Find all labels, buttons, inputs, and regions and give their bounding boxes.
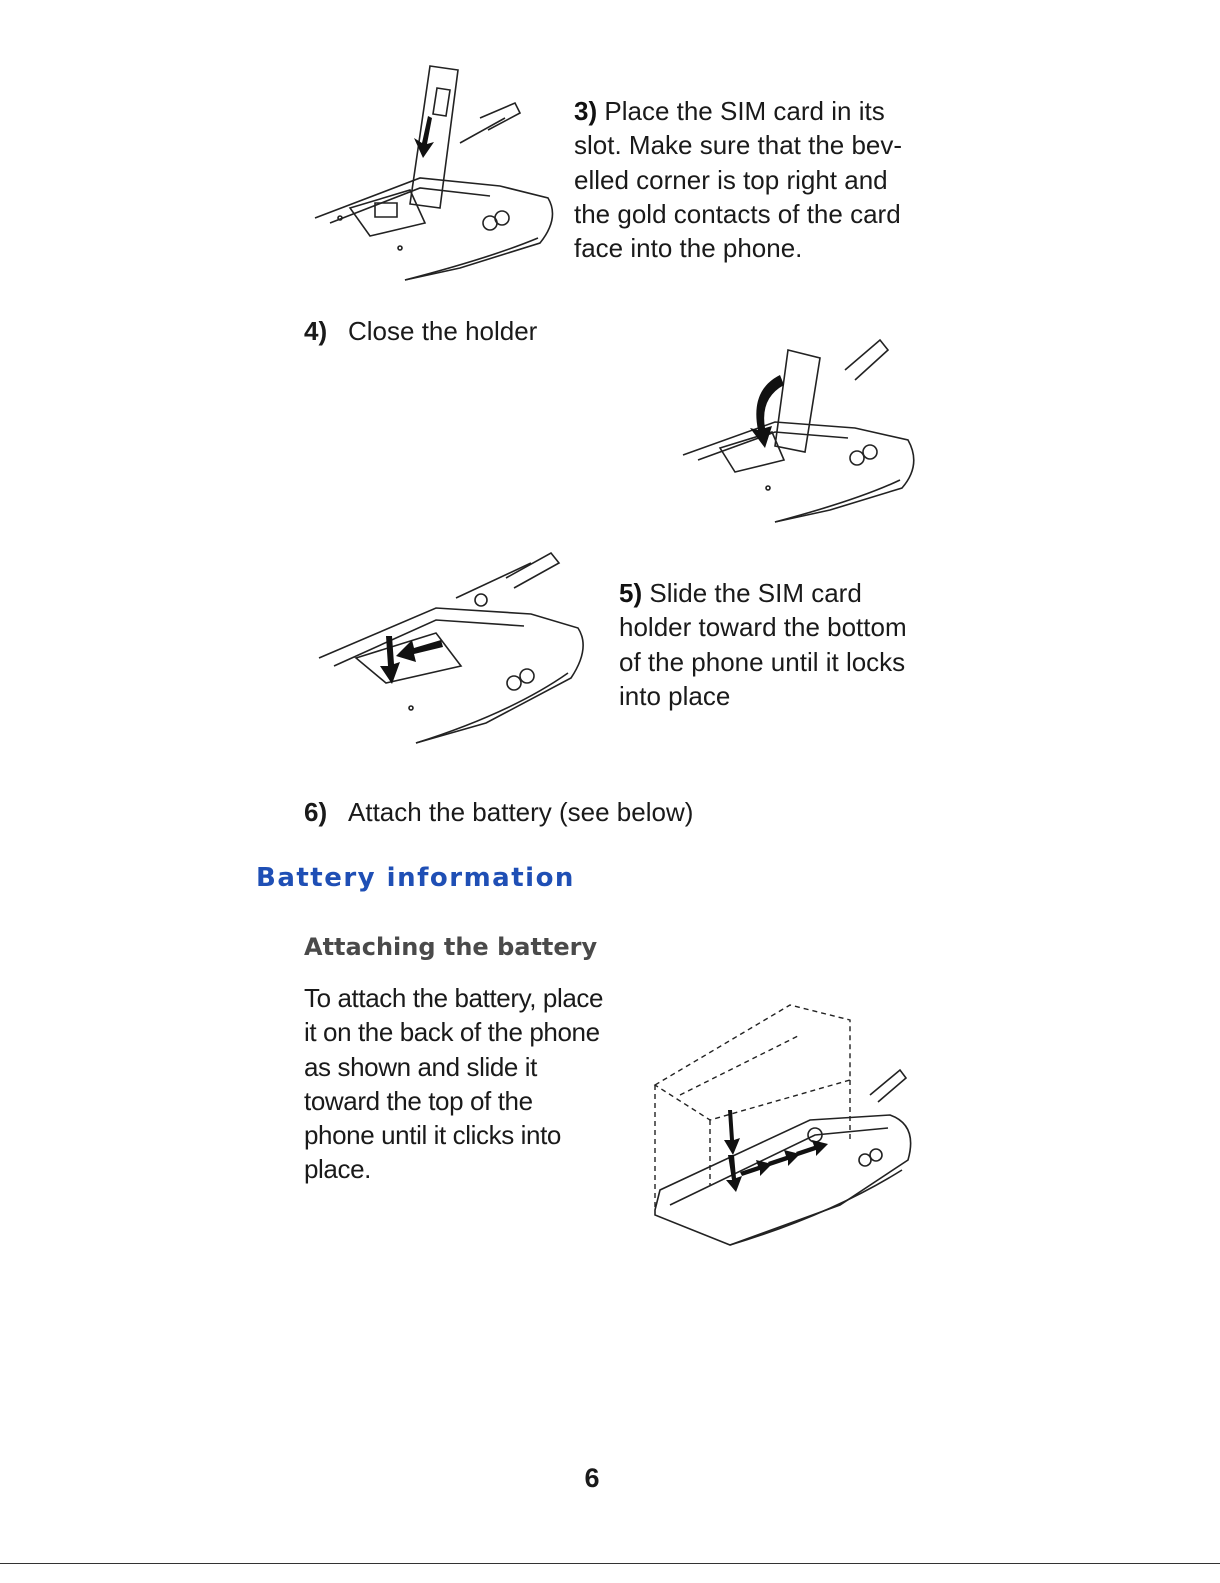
step-3-text: 3) Place the SIM card in its slot. Make … xyxy=(574,94,934,265)
sim-holder-close-illustration xyxy=(680,330,925,530)
sim-insert-illustration xyxy=(310,58,560,288)
section-heading: Battery information xyxy=(256,863,575,893)
battery-body-line: place. xyxy=(304,1154,371,1185)
step-5-number: 5) xyxy=(619,578,643,608)
step-3-line: Place the SIM card in its xyxy=(604,96,885,126)
step-5-text: 5) Slide the SIM card holder toward the … xyxy=(619,576,939,713)
page-number: 6 xyxy=(584,1463,600,1493)
step-3-number: 3) xyxy=(574,96,598,126)
step-5-line: into place xyxy=(619,680,731,711)
battery-body-line: toward the top of the xyxy=(304,1085,533,1116)
battery-body-line: phone until it clicks into xyxy=(304,1120,561,1151)
battery-body-line: To attach the battery, place xyxy=(304,983,604,1013)
step-3-line: face into the phone. xyxy=(574,233,803,264)
battery-body-line: as shown and slide it xyxy=(304,1051,537,1082)
step-5-line: Slide the SIM card xyxy=(649,578,862,608)
step-5-line: of the phone until it locks xyxy=(619,646,906,677)
battery-body-line: it on the back of the phone xyxy=(304,1017,600,1048)
step-6-text: Attach the battery (see below) xyxy=(348,797,694,827)
sim-holder-slide-illustration xyxy=(316,548,591,753)
battery-attach-illustration xyxy=(650,1000,920,1250)
step-4-number: 4) xyxy=(304,316,328,346)
footer-rule xyxy=(0,1563,1220,1564)
step-3-line: elled corner is top right and xyxy=(574,164,888,195)
battery-body: To attach the battery, place it on the b… xyxy=(304,981,624,1187)
subheading: Attaching the battery xyxy=(304,933,598,961)
step-3-line: slot. Make sure that the bev- xyxy=(574,130,903,161)
step-4: 4) Close the holder xyxy=(304,314,537,348)
step-6: 6) Attach the battery (see below) xyxy=(304,795,693,829)
step-5-line: holder toward the bottom xyxy=(619,612,907,643)
step-6-number: 6) xyxy=(304,797,328,827)
step-4-text: Close the holder xyxy=(348,316,538,346)
step-3-line: the gold contacts of the card xyxy=(574,198,901,229)
